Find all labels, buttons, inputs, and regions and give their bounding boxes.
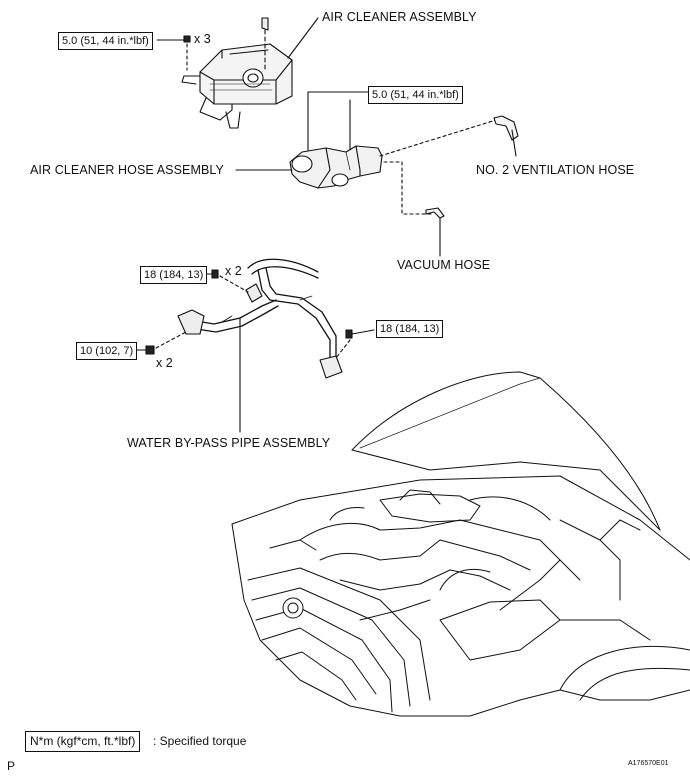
torque-air-cleaner-hose-clamps: 5.0 (51, 44 in.*lbf) [368,86,463,104]
legend-torque-text: : Specified torque [153,734,247,748]
torque-pipe-upper-bolt: 18 (184, 13) [140,266,208,284]
air-cleaner-hose-drawing [289,145,383,189]
legend-torque-box: N*m (kgf*cm, ft.*lbf) [25,731,141,752]
torque-pipe-right-bolt: 18 (184, 13) [376,320,444,338]
no2-ventilation-hose-label: NO. 2 VENTILATION HOSE [476,163,635,177]
multiplier-pipe-left-bolt: x 2 [156,356,173,370]
air-cleaner-assembly-drawing [181,43,293,129]
vacuum-hose-label: VACUUM HOSE [397,258,491,272]
torque-pipe-left-bolt: 10 (102, 7) [76,342,138,360]
air-cleaner-assembly-label: AIR CLEANER ASSEMBLY [322,10,477,24]
figure-id: A176570E01 [628,760,669,767]
multiplier-air-cleaner-bolts: x 3 [194,32,211,46]
multiplier-pipe-upper-bolt: x 2 [225,264,242,278]
air-cleaner-hose-assembly-label: AIR CLEANER HOSE ASSEMBLY [30,163,224,177]
water-bypass-pipe-assembly-label: WATER BY-PASS PIPE ASSEMBLY [127,436,331,450]
corner-letter: P [7,759,16,773]
torque-air-cleaner-bolts: 5.0 (51, 44 in.*lbf) [58,32,153,50]
vehicle-front-drawing [231,371,690,717]
